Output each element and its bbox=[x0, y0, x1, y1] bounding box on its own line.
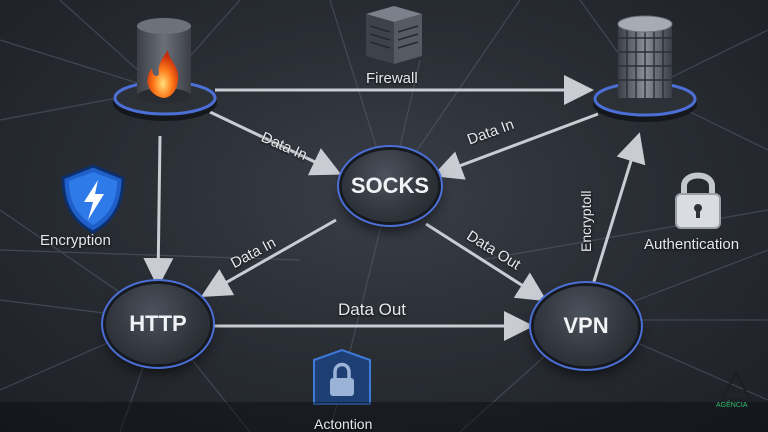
socks-node[interactable]: SOCKS bbox=[342, 150, 438, 222]
bottom-shadow-strip bbox=[0, 402, 768, 432]
vpn-node[interactable]: VPN bbox=[534, 286, 638, 366]
socks-node-label: SOCKS bbox=[350, 173, 430, 198]
http-node[interactable]: HTTP bbox=[106, 284, 210, 364]
arrow-data-in-socks-to-http bbox=[200, 218, 337, 297]
shield-lightning-icon bbox=[61, 164, 125, 234]
agencia-logo-icon bbox=[719, 369, 753, 402]
firewall-label: Firewall bbox=[366, 70, 418, 87]
arrow-vpn-to-server bbox=[590, 132, 646, 289]
vpn-node-label: VPN bbox=[563, 313, 609, 338]
database-fire-icon bbox=[113, 18, 217, 121]
encryption-label: Encryption bbox=[40, 232, 111, 249]
padlock-icon bbox=[675, 172, 721, 229]
firewall-server-icon bbox=[366, 6, 422, 64]
authentication-label: Authentication bbox=[644, 236, 740, 253]
arrow-db-to-http bbox=[143, 135, 174, 288]
arrow-data-out-socks-to-vpn bbox=[425, 222, 548, 302]
actontion-label: Actontion bbox=[314, 416, 373, 432]
arrow-data-in-server-to-socks bbox=[432, 112, 599, 180]
server-database-icon bbox=[593, 15, 697, 122]
arrow-data-in-db-to-socks bbox=[209, 110, 342, 176]
lock-badge-icon bbox=[313, 348, 371, 405]
encryption-rotated-label: Encryptoll bbox=[578, 190, 594, 252]
main-connections bbox=[143, 75, 646, 341]
agencia-logo-text: AGÊNCIA bbox=[716, 402, 748, 409]
data-out-label-2: Data Out bbox=[338, 300, 407, 319]
http-node-label: HTTP bbox=[129, 311, 187, 336]
